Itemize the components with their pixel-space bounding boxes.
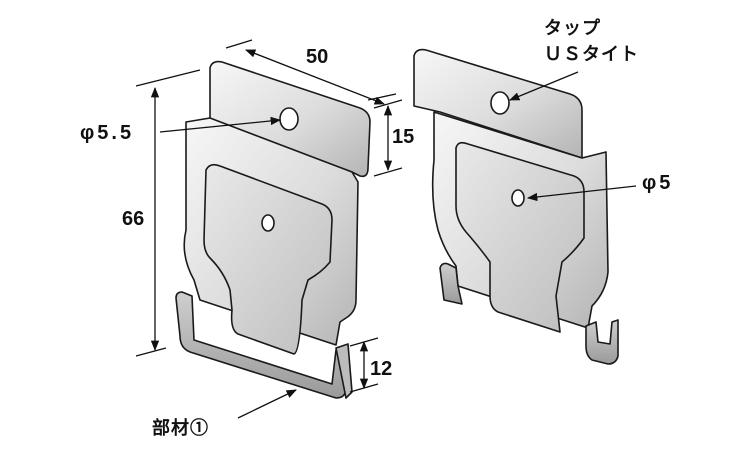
leader-part xyxy=(237,389,297,419)
right-inner-panel xyxy=(455,141,585,333)
hole-large-label: φ5.5 xyxy=(80,122,135,144)
top-depth-ext-bottom xyxy=(373,167,403,177)
left-hole-large xyxy=(279,107,299,131)
right-bracket xyxy=(413,48,619,365)
height-ext-top xyxy=(135,69,201,87)
leader-hole-small xyxy=(526,185,637,202)
leader-hole-large xyxy=(159,116,282,133)
leader-tap xyxy=(509,71,579,101)
width-ext-left xyxy=(225,39,253,49)
tap-label-line1: タップ xyxy=(544,18,601,38)
width-dim-line xyxy=(245,49,385,105)
height-ext-bottom xyxy=(135,347,167,357)
right-hole-tap xyxy=(490,91,510,115)
dimension-lines xyxy=(135,39,637,419)
hole-small-label: φ5 xyxy=(642,172,674,194)
height-label: 66 xyxy=(122,208,145,230)
right-left-hook xyxy=(439,262,463,305)
top-depth-label: 15 xyxy=(392,126,415,148)
left-inner-panel xyxy=(203,163,333,355)
top-depth-ext-top xyxy=(373,99,403,109)
right-hole-small xyxy=(511,189,525,207)
left-bracket xyxy=(175,60,371,399)
tap-label-line2: ＵＳタイト xyxy=(544,44,639,64)
hook-depth-label: 12 xyxy=(370,358,393,380)
right-bottom-hook xyxy=(585,319,619,365)
left-hole-small xyxy=(261,214,275,232)
width-label: 50 xyxy=(306,46,329,68)
part-label: 部材① xyxy=(152,418,209,438)
